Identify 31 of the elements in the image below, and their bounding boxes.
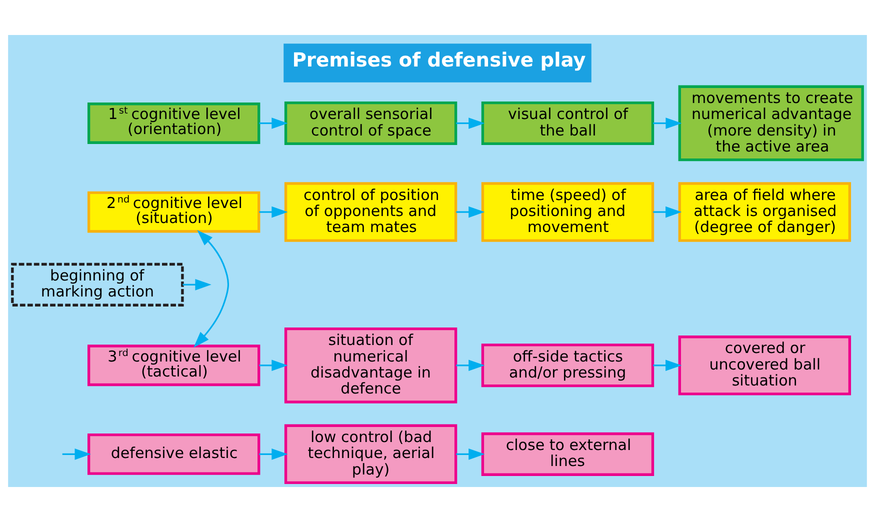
node-box: situation of numerical disadvantage in defence — [284, 327, 458, 404]
node-box: movements to create numerical advantage (more density) in the active area — [678, 85, 864, 162]
arrow — [259, 118, 288, 129]
arrow — [653, 360, 682, 372]
arrow — [653, 118, 682, 129]
arrow — [456, 206, 485, 218]
node-box: covered or uncovered ball situation — [678, 336, 852, 396]
node-box: off-side tactics and/or pressing — [481, 344, 654, 388]
node-box: overall sensorial control of space — [284, 101, 458, 146]
arrow — [259, 360, 288, 372]
arrow — [259, 448, 288, 460]
arrow — [194, 230, 230, 348]
diagram-title: Premises of defensive play — [292, 48, 586, 72]
node-box: 1$^{st}$ cognitive level (orientation) — [87, 102, 260, 144]
node-box: control of position of opponents and team mates — [284, 182, 458, 242]
arrow — [456, 360, 485, 372]
node-box: visual control of the ball — [481, 101, 654, 146]
arrow — [456, 118, 485, 129]
node-box: close to external lines — [481, 432, 654, 476]
node-box: area of field where attack is organised (degree of danger) — [678, 182, 852, 242]
node-box: defensive elastic — [87, 433, 260, 475]
node-box: beginning of marking action — [11, 262, 184, 306]
arrow — [182, 279, 212, 290]
node-box: 2$^{nd}$ cognitive level (situation) — [87, 191, 260, 233]
arrow — [653, 206, 682, 218]
node-box: 3$^{rd}$ cognitive level (tactical) — [87, 344, 260, 386]
arrow — [62, 448, 91, 460]
node-box: low control (bad technique, aerial play) — [284, 424, 458, 484]
arrow — [456, 448, 485, 460]
node-box: time (speed) of positioning and movement — [481, 182, 654, 242]
arrow — [259, 206, 288, 218]
